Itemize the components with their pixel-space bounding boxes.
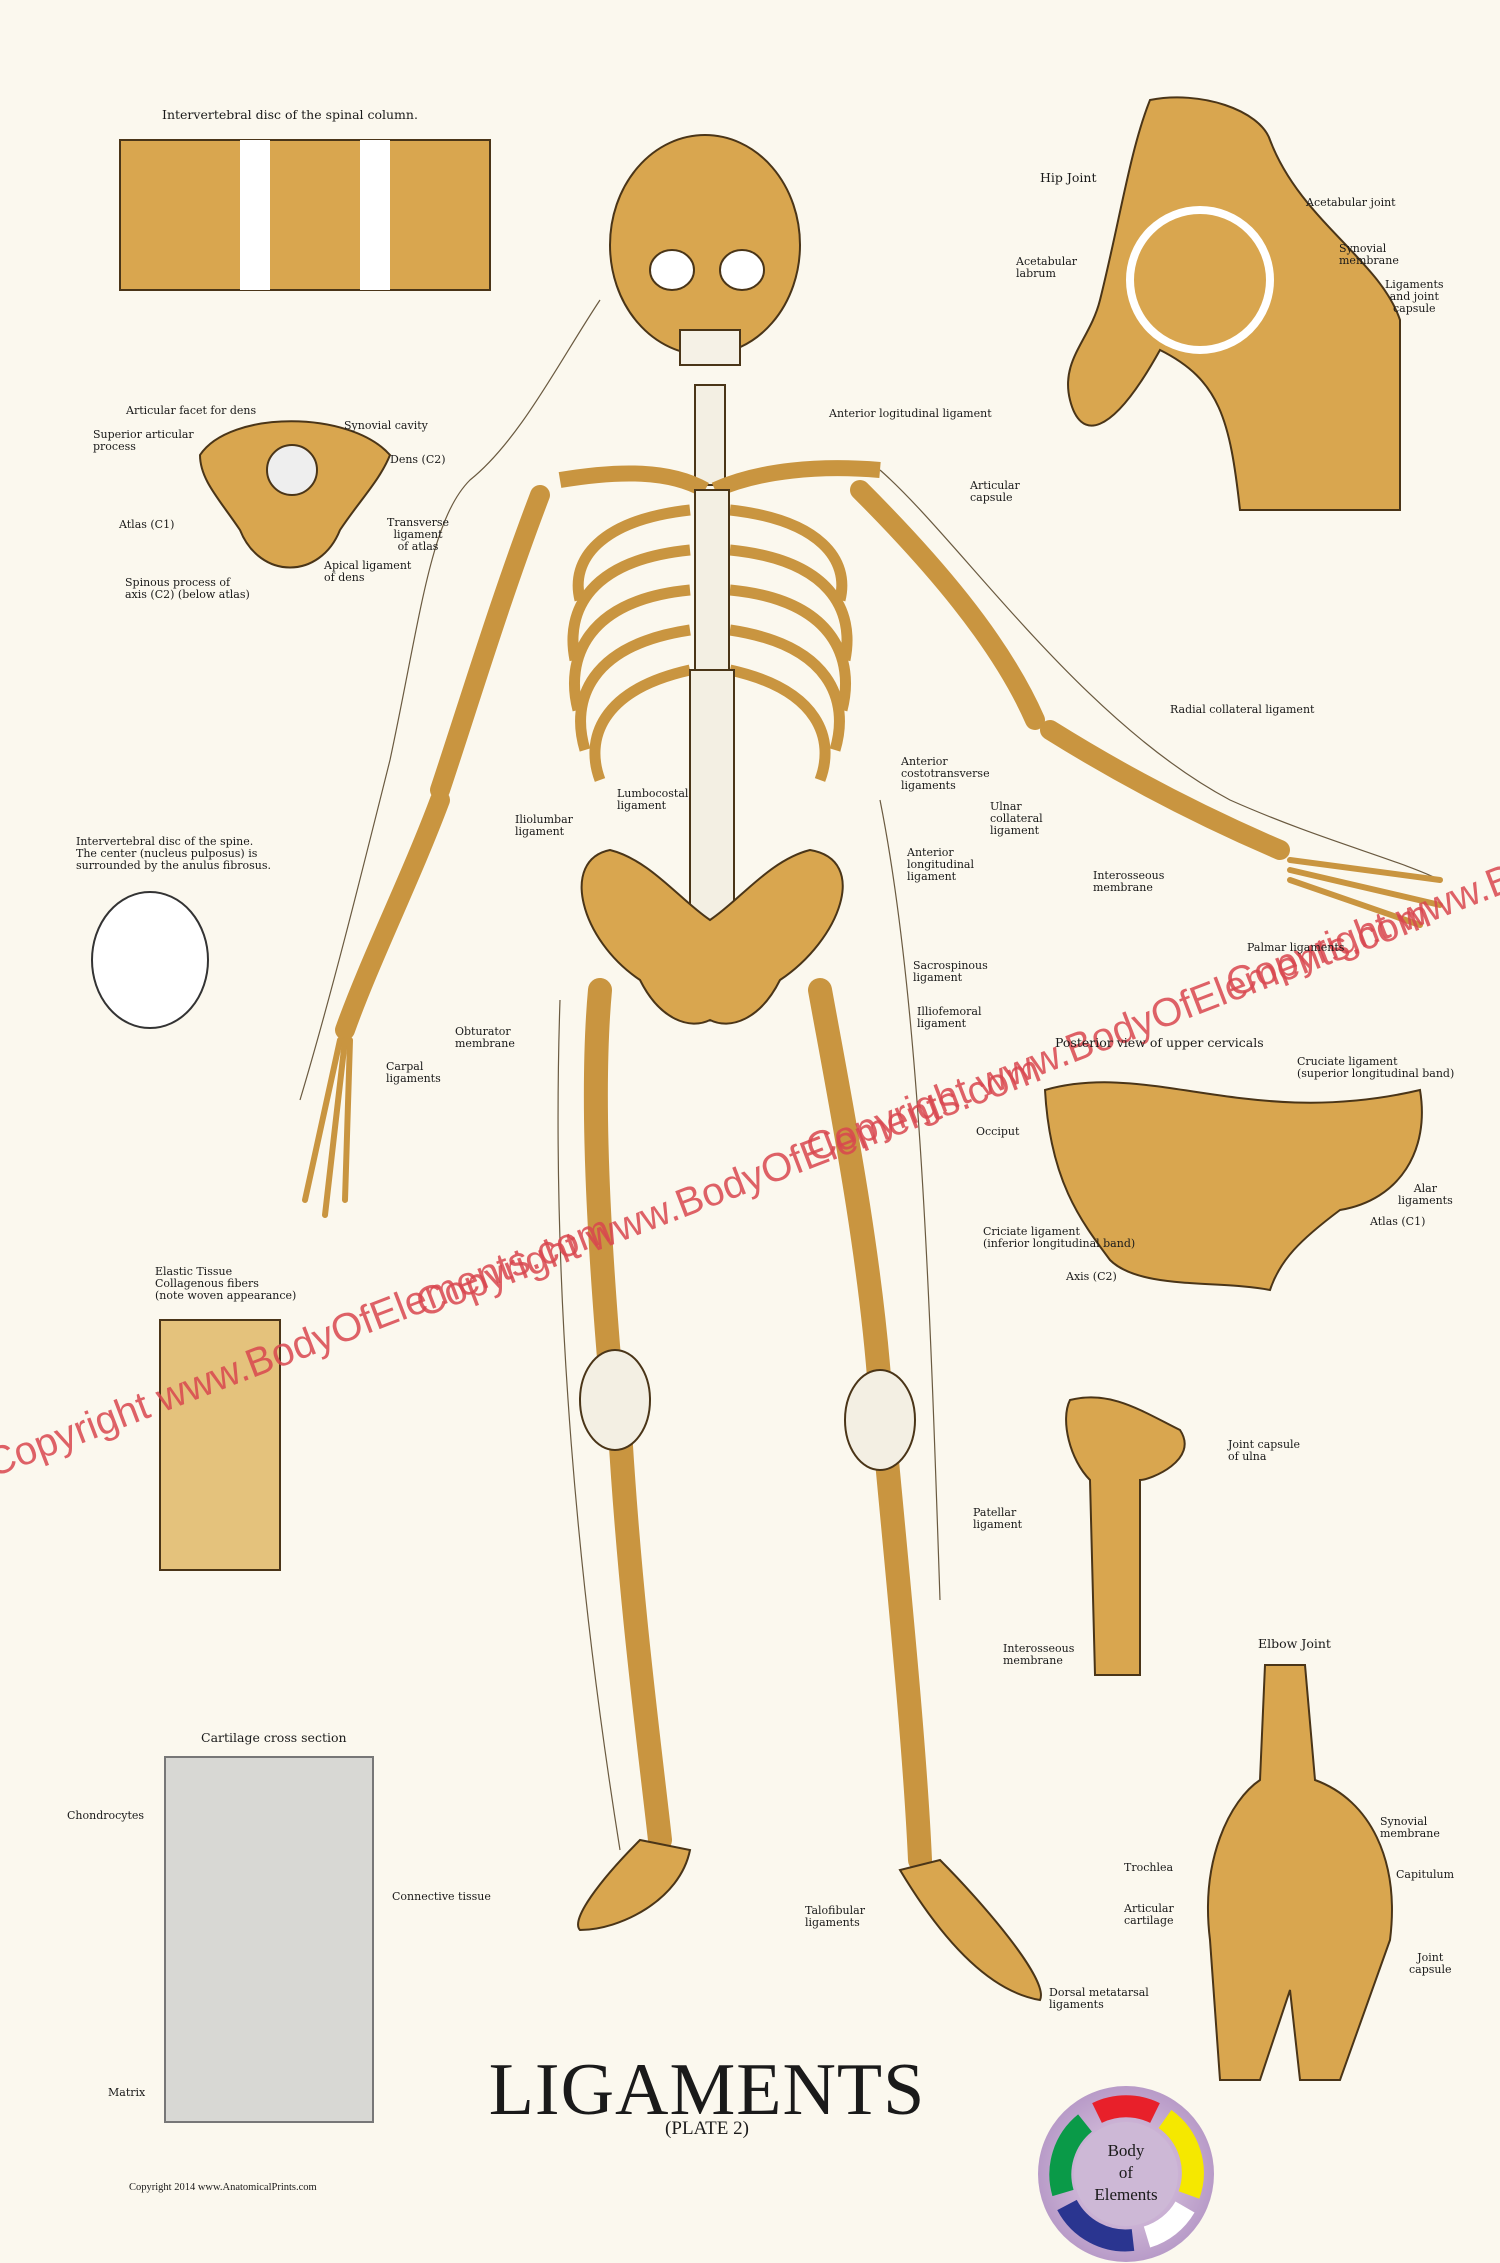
label: Superior articular process (93, 428, 194, 453)
label: Carpal ligaments (386, 1060, 441, 1085)
spinal-disc-inset (119, 139, 491, 291)
label: Sacrospinous ligament (913, 959, 988, 984)
label: Cruciate ligament (superior longitudinal… (1297, 1055, 1455, 1080)
elbow-joint-title: Elbow Joint (1258, 1636, 1331, 1651)
label: Acetabular labrum (1016, 255, 1078, 280)
label: Apical ligament of dens (324, 559, 412, 584)
label: Atlas (C1) (119, 518, 175, 531)
label: Obturator membrane (455, 1025, 515, 1050)
arms (335, 480, 1290, 1040)
label: Capitulum (1396, 1868, 1455, 1881)
ulna-inset (1065, 1396, 1186, 1676)
label: Occiput (976, 1125, 1020, 1138)
disc-inset (91, 891, 209, 1029)
elbow-inset (1207, 1664, 1393, 2081)
right-knee (844, 1369, 916, 1471)
label: Connective tissue (392, 1890, 491, 1903)
label: Synovial cavity (344, 419, 428, 432)
label: Synovial membrane (1380, 1815, 1440, 1840)
atlas-inset (198, 420, 392, 569)
label: Trochlea (1124, 1861, 1174, 1874)
hands (302, 857, 1443, 1218)
body-outline (299, 299, 1441, 1851)
label: Interosseous membrane (1093, 869, 1165, 894)
label: Illiofemoral ligament (917, 1005, 982, 1030)
label: Lumbocostal ligament (617, 787, 689, 812)
label: Criciate ligament (inferior longitudinal… (983, 1225, 1136, 1250)
label: Acetabular joint (1306, 196, 1396, 209)
logo-text: Body of Elements (1037, 2140, 1215, 2206)
cartilage-title: Cartilage cross section (201, 1730, 347, 1745)
copyright-text: Copyright 2014 www.AnatomicalPrints.com (129, 2182, 317, 2193)
label: Alar ligaments (1398, 1182, 1453, 1207)
spinal-disc-title: Intervertebral disc of the spinal column… (162, 107, 418, 122)
label: Articular capsule (970, 479, 1020, 504)
hip-joint-title: Hip Joint (1040, 170, 1097, 185)
label: Matrix (108, 2086, 146, 2099)
label: Articular cartilage (1124, 1902, 1174, 1927)
label: Anterior costotransverse ligaments (901, 755, 990, 792)
lumbar-spine (689, 669, 735, 921)
label: Chondrocytes (67, 1809, 145, 1822)
logo-line: Elements (1094, 2185, 1158, 2204)
label: Atlas (C1) (1370, 1215, 1426, 1228)
elastic-tissue-title: Elastic Tissue Collagenous fibers (note … (155, 1265, 297, 1302)
label: Radial collateral ligament (1170, 703, 1315, 716)
skull (609, 134, 801, 366)
right-foot (898, 1858, 1042, 2002)
label: Joint capsule (1409, 1951, 1452, 1976)
label: Synovial membrane (1339, 242, 1399, 267)
label: Axis (C2) (1066, 1270, 1117, 1283)
ribcage (567, 504, 853, 782)
label: Anterior logitudinal ligament (829, 407, 992, 420)
label: Palmar ligaments (1247, 941, 1345, 954)
label: Articular facet for dens (126, 404, 257, 417)
label: Dorsal metatarsal ligaments (1049, 1986, 1149, 2011)
body-of-elements-logo (1038, 2086, 1214, 2262)
label: Ulnar collateral ligament (990, 800, 1043, 837)
label: Joint capsule of ulna (1228, 1438, 1301, 1463)
cervicals-inset (1043, 1081, 1423, 1292)
logo-line: Body (1107, 2141, 1145, 2160)
cervicals-title: Posterior view of upper cervicals (1055, 1035, 1264, 1050)
label: Talofibular ligaments (805, 1904, 865, 1929)
label: Anterior longitudinal ligament (907, 846, 975, 883)
left-knee (579, 1349, 651, 1451)
label: Transverse ligament of atlas (387, 516, 450, 553)
spine-disc-title: Intervertebral disc of the spine. The ce… (76, 835, 271, 872)
label: Spinous process of axis (C2) (below atla… (125, 576, 250, 601)
sternum (694, 489, 730, 671)
cartilage-inset (164, 1756, 374, 2123)
left-foot (577, 1838, 692, 1932)
label: Ligaments and joint capsule (1385, 278, 1444, 315)
label: Iliolumbar ligament (515, 813, 573, 838)
poster-title: LIGAMENTS (488, 2049, 926, 2131)
label: Patellar ligament (973, 1506, 1023, 1531)
legs (583, 978, 932, 1872)
elastic-tissue-inset (159, 1319, 281, 1571)
poster-subtitle: (PLATE 2) (665, 2118, 749, 2139)
clavicles (558, 460, 881, 498)
label: Interosseous membrane (1003, 1642, 1075, 1667)
label: Dens (C2) (390, 453, 446, 466)
cervical-spine (694, 384, 726, 486)
pelvis (580, 848, 844, 1025)
logo-line: of (1118, 2163, 1134, 2182)
